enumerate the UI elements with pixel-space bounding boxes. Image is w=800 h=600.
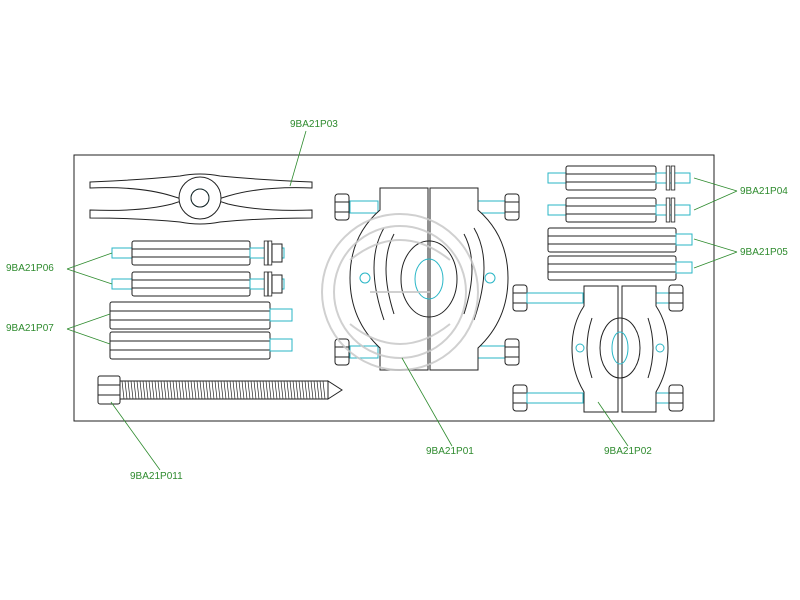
part-p03-arm-bar xyxy=(89,173,313,225)
label-p07: 9BA21P07 xyxy=(6,323,54,334)
tray-outline xyxy=(73,154,715,422)
label-p02: 9BA21P02 xyxy=(604,446,652,457)
part-p04-studs xyxy=(547,165,691,223)
part-p06-spacers xyxy=(111,240,285,297)
part-p01-bearing-separator xyxy=(334,187,520,371)
label-p011: 9BA21P011 xyxy=(130,471,183,482)
watermark xyxy=(321,213,479,371)
part-p05-rods xyxy=(547,227,693,281)
leader-lines xyxy=(66,130,738,471)
label-p03: 9BA21P03 xyxy=(290,119,338,130)
label-p05: 9BA21P05 xyxy=(740,247,788,258)
part-p07-bars xyxy=(109,301,293,360)
part-p02-small-separator xyxy=(512,284,684,413)
label-p06: 9BA21P06 xyxy=(6,263,54,274)
label-p04: 9BA21P04 xyxy=(740,186,788,197)
label-p01: 9BA21P01 xyxy=(426,446,474,457)
part-p011-forcing-screw xyxy=(97,375,343,405)
